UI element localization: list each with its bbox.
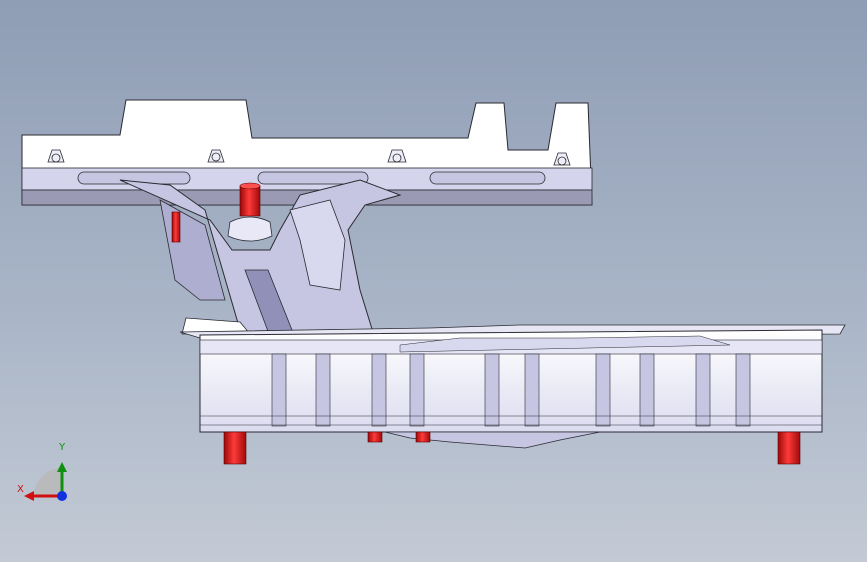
- y-axis-label: Y: [59, 442, 66, 453]
- triad-graphic: [24, 462, 67, 501]
- x-axis-label: X: [17, 484, 24, 495]
- highlighted-pins[interactable]: [171, 182, 801, 465]
- coordinate-triad-icon: X Y: [12, 440, 82, 510]
- lower-pan: [179, 324, 846, 449]
- neck-section: [119, 179, 402, 361]
- upper-flange: [21, 99, 593, 206]
